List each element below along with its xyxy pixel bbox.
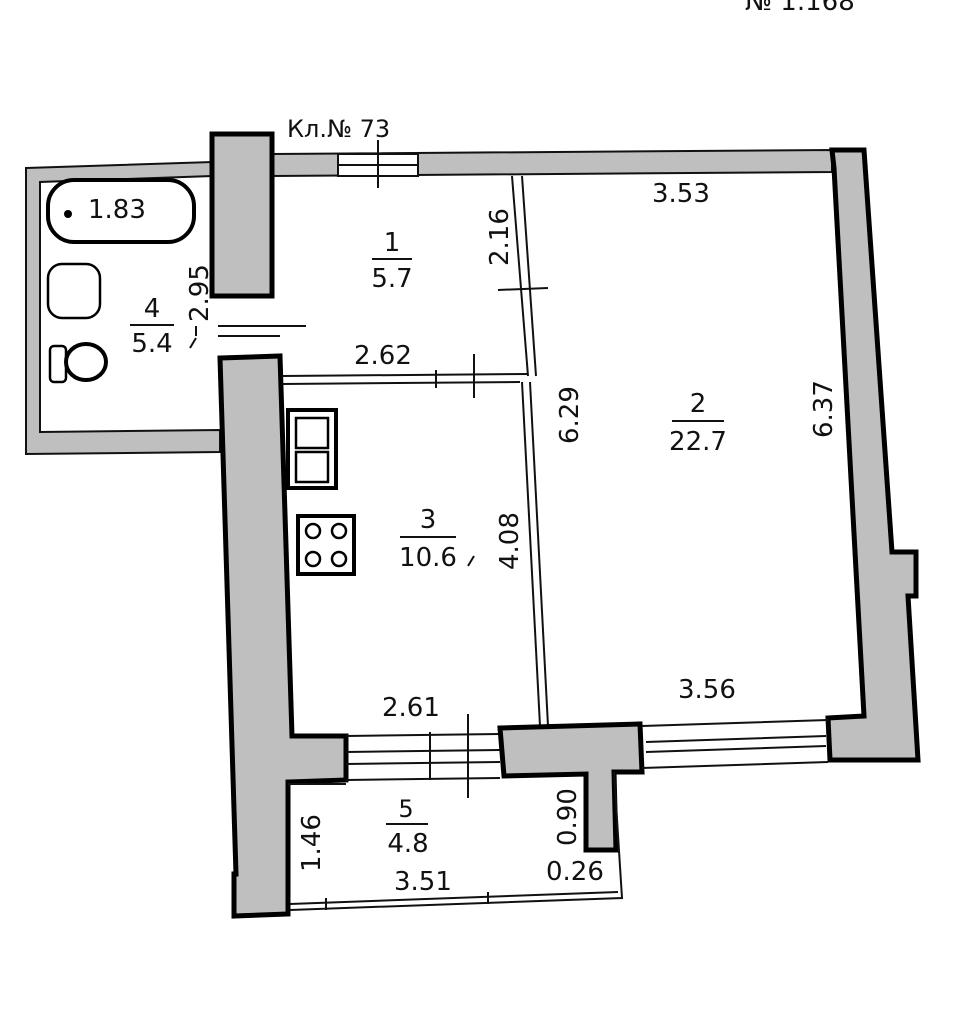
hall-bottom-partition-2 [281, 381, 521, 385]
kitchen-living-partition-2 [529, 381, 549, 727]
loggia-outline [288, 771, 624, 911]
sink-outline-icon [46, 262, 102, 320]
kitchen-sink-bowl-2 [294, 450, 330, 484]
room-4-area: 5.4 [131, 329, 172, 359]
dim-living-left: 6.29 [555, 386, 585, 444]
dim-bath: 1.83 [88, 195, 146, 225]
loggia-bottom-rail [289, 891, 619, 905]
dim-bath-height: 2.95 [185, 264, 215, 322]
hall-right-partition [511, 175, 529, 377]
stove-burner-3 [304, 550, 322, 568]
room-2-area: 22.7 [669, 427, 727, 457]
room-3-area: 10.6 [399, 543, 457, 573]
dim-loggia-right: 0.90 [553, 788, 583, 846]
stove-burner-4 [330, 550, 348, 568]
dim-living-right: 6.37 [809, 380, 839, 438]
hall-right-partition-2 [521, 175, 537, 377]
kitchen-living-partition [521, 381, 541, 727]
dim-living-bottom: 3.56 [678, 675, 736, 705]
dim-hall-height: 2.16 [485, 208, 515, 266]
apartment-label: Кл.№ 73 [287, 115, 390, 143]
dim-loggia-small: 0.26 [546, 857, 604, 887]
dim-hall-width: 2.62 [354, 341, 412, 371]
toilet-bowl-icon [64, 342, 108, 382]
room-5-number: 5 [398, 795, 413, 823]
center-pillar [497, 721, 645, 853]
right-wall [825, 147, 921, 763]
room-2-number: 2 [690, 389, 707, 419]
room-3-slash [467, 555, 475, 567]
bathtub-icon [46, 178, 196, 244]
hall-bottom-partition [281, 373, 529, 377]
room-3-number: 3 [420, 505, 437, 535]
dim-loggia-left: 1.46 [297, 814, 327, 872]
room-1-number: 1 [384, 228, 401, 258]
room-4-slash [189, 337, 197, 349]
room-5-area: 4.8 [387, 829, 428, 859]
kitchen-window-frame [345, 733, 501, 781]
toilet-tank-icon [48, 344, 68, 384]
dim-loggia-width: 3.51 [394, 867, 452, 897]
left-thick-wall [217, 353, 349, 919]
dim-living-top: 3.53 [652, 179, 710, 209]
corner-code: № 1.168 [745, 0, 855, 17]
stove-burner-1 [304, 522, 322, 540]
stove-burner-2 [330, 522, 348, 540]
room-1-area: 5.7 [371, 264, 412, 294]
dim-kitchen-height: 4.08 [495, 512, 525, 570]
stove-icon [296, 514, 356, 576]
room-4-number: 4 [144, 294, 161, 324]
bathtub-drain-icon [64, 210, 72, 218]
kitchen-sink-bowl-1 [294, 416, 330, 450]
dim-kitchen-bottom: 2.61 [382, 693, 440, 723]
upper-column [209, 131, 275, 299]
hall-living-tick [497, 287, 549, 291]
living-window-frame [641, 719, 829, 769]
